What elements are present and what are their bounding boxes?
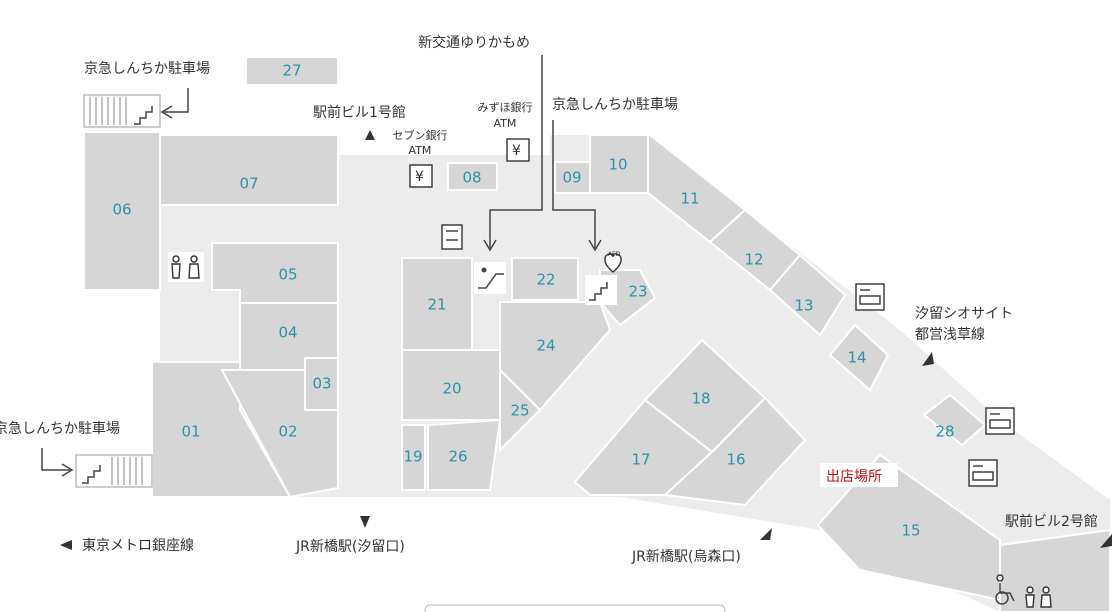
label-mizuho-atm: ATM bbox=[494, 117, 517, 130]
label-keikyu-parking-left: 京急しんちか駐車場 bbox=[0, 420, 120, 437]
svg-text:¥: ¥ bbox=[512, 143, 521, 159]
store-unit-19[interactable] bbox=[401, 424, 426, 491]
locker-icon bbox=[855, 283, 885, 311]
escalator-icon bbox=[585, 275, 617, 305]
unit-label-14: 14 bbox=[847, 349, 866, 367]
locker-icon bbox=[985, 407, 1015, 435]
unit-label-07: 07 bbox=[239, 175, 258, 193]
store-unit-16[interactable] bbox=[662, 396, 807, 507]
store-unit-13[interactable] bbox=[768, 253, 847, 337]
unit-label-17: 17 bbox=[631, 451, 650, 469]
unit-label-21: 21 bbox=[427, 296, 446, 314]
unit-label-26: 26 bbox=[448, 448, 467, 466]
atm-yen-icon: ¥ bbox=[506, 138, 530, 162]
label-ekimae-bldg2: 駅前ビル2号館 bbox=[1005, 513, 1098, 530]
label-jr-karasumori: JR新橋駅(烏森口) bbox=[631, 548, 741, 565]
stairs-icon bbox=[83, 94, 161, 128]
label-shiodome-sio: 汐留シオサイト bbox=[915, 306, 1013, 322]
label-seven-bank: セブン銀行 bbox=[393, 128, 448, 142]
store-unit-14[interactable] bbox=[828, 323, 890, 392]
bottom-panel-edge bbox=[424, 604, 726, 612]
label-yurikamome: 新交通ゆりかもめ bbox=[418, 34, 530, 51]
unit-label-03: 03 bbox=[312, 375, 331, 393]
svg-text:AED: AED bbox=[608, 251, 621, 258]
store-unit-27[interactable] bbox=[245, 56, 339, 86]
unit-label-12: 12 bbox=[744, 251, 763, 269]
store-unit-26[interactable] bbox=[427, 418, 502, 491]
unit-label-11: 11 bbox=[680, 190, 699, 208]
unit-label-08: 08 bbox=[462, 169, 481, 187]
unit-label-10: 10 bbox=[608, 156, 627, 174]
svg-text:¥: ¥ bbox=[415, 169, 424, 185]
wheelchair-icon bbox=[995, 574, 1015, 605]
unit-label-13: 13 bbox=[794, 297, 813, 315]
store-unit-22[interactable] bbox=[511, 257, 579, 301]
unit-label-27: 27 bbox=[282, 62, 301, 80]
unit-label-23: 23 bbox=[628, 283, 647, 301]
unit-label-02: 02 bbox=[278, 423, 297, 441]
label-mizuho-bank: みずほ銀行 bbox=[478, 100, 533, 114]
store-unit-02[interactable] bbox=[220, 369, 339, 499]
unit-label-06: 06 bbox=[112, 201, 131, 219]
escalator-icon bbox=[474, 262, 506, 294]
unit-label-22: 22 bbox=[536, 271, 555, 289]
unit-label-16: 16 bbox=[726, 451, 745, 469]
label-seven-atm: ATM bbox=[409, 144, 432, 157]
store-unit-24[interactable] bbox=[499, 301, 612, 412]
store-unit-25[interactable] bbox=[499, 367, 542, 453]
unit-label-09: 09 bbox=[562, 169, 581, 187]
label-keikyu-parking-mid: 京急しんちか駐車場 bbox=[552, 96, 678, 113]
unit-label-05: 05 bbox=[278, 266, 297, 284]
restroom-block-lower bbox=[999, 528, 1111, 612]
store-unit-08[interactable] bbox=[447, 162, 498, 191]
unit-label-20: 20 bbox=[442, 380, 461, 398]
stairs-icon bbox=[75, 454, 153, 488]
unit-label-19: 19 bbox=[403, 448, 422, 466]
label-jr-shiodome: JR新橋駅(汐留口) bbox=[295, 539, 405, 555]
unit-label-24: 24 bbox=[536, 337, 555, 355]
direction-arrows bbox=[60, 130, 1112, 550]
store-location-badge bbox=[820, 463, 898, 487]
restroom-icon bbox=[168, 252, 204, 282]
atm-yen-icon: ¥ bbox=[409, 164, 433, 188]
store-unit-07[interactable] bbox=[159, 134, 339, 206]
store-unit-28[interactable] bbox=[922, 393, 987, 447]
label-toei-asakusa: 都営浅草線 bbox=[915, 327, 985, 343]
unit-label-01: 01 bbox=[181, 423, 200, 441]
unit-label-15: 15 bbox=[901, 522, 920, 540]
unit-label-04: 04 bbox=[278, 324, 297, 342]
store-unit-06[interactable] bbox=[83, 131, 161, 291]
restroom-icon bbox=[1025, 586, 1052, 608]
locker-icon bbox=[968, 459, 998, 487]
label-keikyu-parking-top: 京急しんちか駐車場 bbox=[84, 60, 210, 77]
label-store-location: 出店場所 bbox=[826, 469, 882, 485]
unit-label-25: 25 bbox=[510, 402, 529, 420]
label-ekimae-bldg1: 駅前ビル1号館 bbox=[313, 104, 406, 121]
label-tokyo-metro: 東京メトロ銀座線 bbox=[82, 538, 194, 554]
ticket-machine-icon bbox=[441, 224, 463, 250]
unit-label-18: 18 bbox=[691, 390, 710, 408]
aed-icon: AED bbox=[604, 251, 622, 273]
unit-label-28: 28 bbox=[935, 423, 954, 441]
route-lines bbox=[41, 55, 602, 477]
